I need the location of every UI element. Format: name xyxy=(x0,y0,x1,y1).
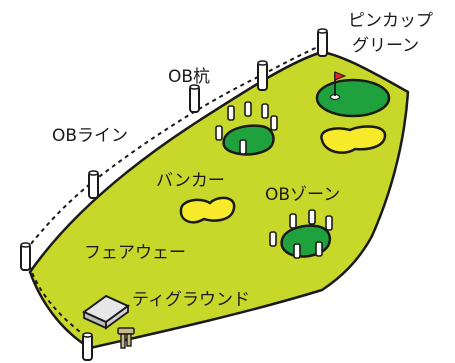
ob-stake-left xyxy=(88,170,99,199)
ob-zone-upper-stakes xyxy=(215,101,278,155)
label-fairway: フェアウェー xyxy=(84,243,186,263)
label-bunker: バンカー xyxy=(156,171,225,191)
ob-zone-upper xyxy=(222,124,275,156)
label-ob-zone: OBゾーン xyxy=(265,185,340,205)
label-green: グリーン xyxy=(352,36,419,56)
label-pin-cup: ピンカップ xyxy=(348,11,433,31)
ob-line xyxy=(25,43,326,251)
bunker-upper xyxy=(320,125,387,154)
ob-stake-upper-left xyxy=(189,84,200,113)
tee-marker xyxy=(117,327,135,349)
flag-icon xyxy=(334,71,347,81)
ob-stake-bottom-left xyxy=(82,332,93,361)
bunker-middle xyxy=(179,196,236,224)
label-ob-line: OBライン xyxy=(52,126,128,146)
ob-stake-top-right xyxy=(317,28,328,57)
tee-ground xyxy=(82,294,130,330)
green xyxy=(315,78,391,118)
ob-stake-mid xyxy=(257,60,268,91)
ob-stake-far-left xyxy=(20,242,31,271)
ob-zone-lower-stakes xyxy=(269,209,333,259)
label-ob-stake: OB杭 xyxy=(168,67,210,87)
label-tee-ground: ティグラウンド xyxy=(132,290,250,310)
